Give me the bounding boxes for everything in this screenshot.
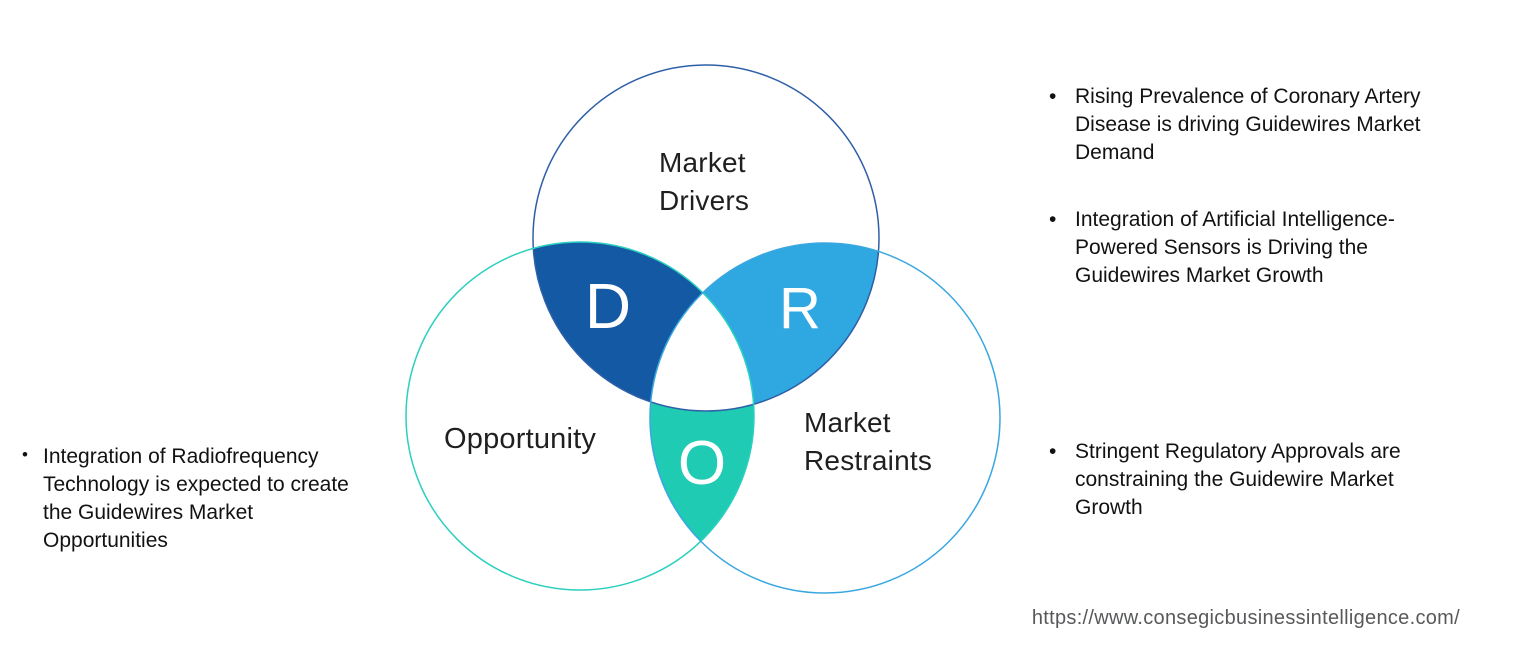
bullet-item-driver-2: • Integration of Artificial Intelligence…	[1049, 206, 1479, 290]
drivers-circle-label: Market Drivers	[659, 147, 750, 216]
bullet-item-restraint-1: • Stringent Regulatory Approvals are con…	[1049, 438, 1479, 522]
bullet-item-driver-1: • Rising Prevalence of Coronary Artery D…	[1049, 83, 1479, 167]
bullet-text: Rising Prevalence of Coronary Artery Dis…	[1075, 85, 1421, 164]
overlap-letter-d: D	[584, 270, 632, 342]
bullet-dot-icon: •	[1049, 208, 1057, 231]
opportunity-circle-label: Opportunity	[444, 423, 597, 455]
bullet-dot-icon: •	[1049, 85, 1057, 108]
opportunity-circle-outline	[405, 241, 755, 591]
restraints-circle-outline	[649, 242, 1001, 594]
bullet-item-opportunity: • Integration of Radiofrequency Technolo…	[22, 443, 422, 555]
restraints-circle-label: Market Restraints	[804, 407, 933, 476]
bullet-text: Stringent Regulatory Approvals are const…	[1075, 440, 1401, 519]
bullet-dot-icon: •	[1049, 440, 1057, 463]
bullet-dot-icon: •	[22, 445, 28, 464]
overlap-region-r	[650, 243, 879, 411]
overlap-letter-r: R	[779, 276, 821, 341]
overlap-region-d	[533, 242, 754, 411]
source-url-link[interactable]: https://www.consegicbusinessintelligence…	[1031, 607, 1460, 629]
overlap-letter-o: O	[677, 429, 727, 498]
bullet-text: Integration of Artificial Intelligence- …	[1075, 208, 1395, 287]
bullet-text: Integration of Radiofrequency Technology…	[43, 445, 349, 552]
drivers-circle-outline	[532, 64, 880, 412]
